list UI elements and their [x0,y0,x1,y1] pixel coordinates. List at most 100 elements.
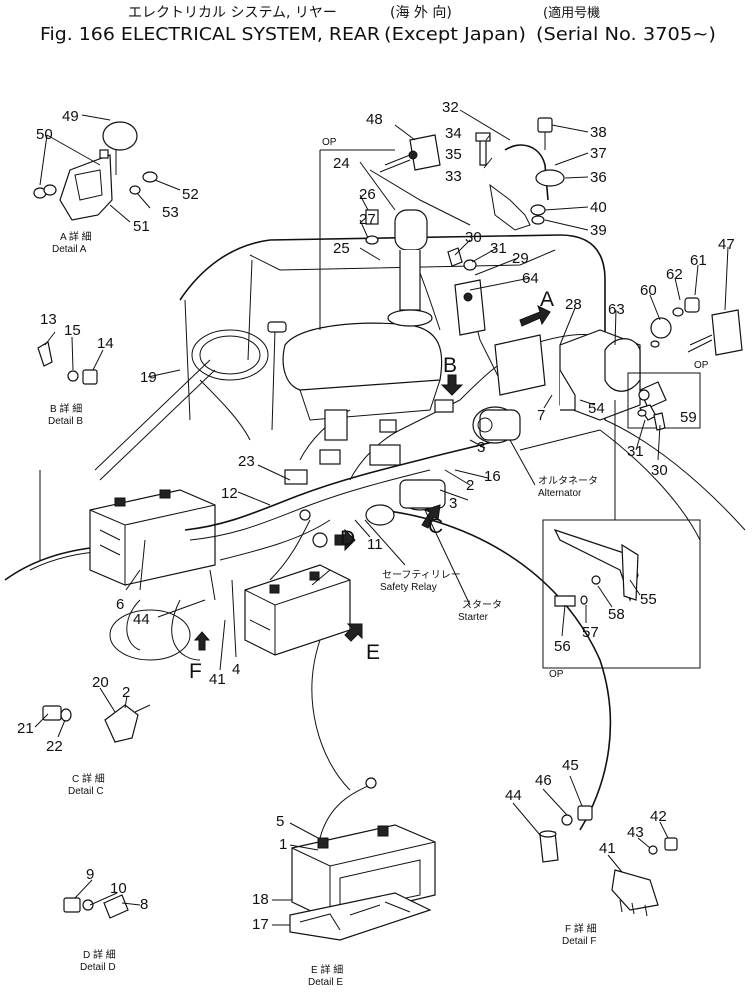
callout-19: 19 [140,369,157,386]
detail-b-parts [37,341,98,385]
detail-d-caption: Detail D [80,962,116,973]
safety-relay-label: Safety Relay [380,582,437,593]
callout-52: 52 [182,186,199,203]
detail-e-jp: E 詳 細 [311,963,343,976]
left-battery [89,489,216,586]
alternator [472,406,521,444]
callout-16: 16 [484,468,501,485]
callout-41b: 41 [599,840,616,857]
detail-e-caption: Detail E [308,977,343,988]
callout-12: 12 [221,485,238,502]
arrow-e [344,623,363,642]
view-letter-f: F [189,660,202,683]
detail-c-parts [42,704,151,743]
detail-f-parts [539,805,678,917]
callout-62: 62 [666,266,683,283]
figure-title: Fig. 166 ELECTRICAL SYSTEM, REAR [40,24,380,45]
option-box-59 [627,372,701,431]
callout-55: 55 [640,591,657,608]
detail-f-caption: Detail F [562,936,596,947]
callout-57: 57 [582,624,599,641]
callout-44a: 44 [133,611,150,628]
detail-d-jp: D 詳 細 [83,948,116,961]
callout-44b: 44 [505,787,522,804]
callout-8: 8 [140,896,148,913]
callout-37: 37 [590,145,607,162]
callout-28: 28 [565,296,582,313]
starter-label-jp: スタータ [462,599,502,611]
arrow-c [421,504,441,529]
right-battery [244,564,351,656]
header: エレクトリカル システム, リヤー (海 外 向) (適用号機 Fig. 166… [40,5,716,45]
callout-47: 47 [718,236,735,253]
callout-4: 4 [232,661,240,678]
callout-3a: 3 [477,439,485,456]
callout-50: 50 [36,126,53,143]
view-letter-e: E [366,641,380,664]
callout-34: 34 [445,125,462,142]
callout-33: 33 [445,168,462,185]
callout-17: 17 [252,916,269,933]
callout-31a: 31 [490,240,507,257]
handle-assembly [475,117,565,231]
lamp-48 [379,134,441,173]
callout-2a: 2 [466,477,474,494]
detail-captions: A 詳 細 Detail A B 詳 細 Detail B C 詳 細 Deta… [48,230,597,988]
component-labels: オルタネータ Alternator セーフティリレー Safety Relay … [380,475,598,623]
callout-1: 1 [279,836,287,853]
callout-38: 38 [590,124,607,141]
callout-53: 53 [162,204,179,221]
header-jp-region: (海 外 向) [390,5,452,21]
header-jp-serial: (適用号機 [543,5,600,21]
callout-63: 63 [608,301,625,318]
callout-22: 22 [46,738,63,755]
callout-35: 35 [445,146,462,163]
callout-54: 54 [588,400,605,417]
detail-b-jp: B 詳 細 [50,402,82,415]
callout-49: 49 [62,108,79,125]
op-label-right: OP [694,360,709,371]
callout-64: 64 [522,270,539,287]
callout-45: 45 [562,757,579,774]
wire-harness [139,249,611,601]
callout-2b: 2 [122,684,130,701]
detail-d-parts [63,894,129,919]
arrow-d [334,528,356,552]
leader-lines [34,109,729,926]
callout-36: 36 [590,169,607,186]
callout-29: 29 [512,250,529,267]
callout-43: 43 [627,824,644,841]
detail-b-caption: Detail B [48,416,83,427]
callout-6: 6 [116,596,124,613]
callout-7: 7 [537,407,545,424]
detail-a-jp: A 詳 細 [60,230,92,243]
view-letter-b: B [443,354,457,377]
detail-c-jp: C 詳 細 [72,772,105,785]
safety-relay-label-jp: セーフティリレー [382,569,461,581]
starter [365,479,446,526]
callout-41a: 41 [209,671,226,688]
callout-numbers: 49 50 52 53 51 48 32 34 35 33 38 37 36 4… [17,99,735,933]
callout-59: 59 [680,409,697,426]
callout-15: 15 [64,322,81,339]
callout-58: 58 [608,606,625,623]
arrow-b [440,374,464,396]
view-arrows [193,305,551,651]
header-jp-title: エレクトリカル システム, リヤー [128,5,337,21]
horn-upper [319,149,471,330]
callout-11: 11 [367,536,383,553]
callout-27: 27 [359,211,376,228]
callout-9: 9 [86,866,94,883]
callout-21: 21 [17,720,34,737]
alternator-label: Alternator [538,488,582,499]
callout-61: 61 [690,252,707,269]
callout-48: 48 [366,111,383,128]
callout-31b: 31 [627,443,644,460]
detail-f-jp: F 詳 細 [565,922,597,935]
machine-outline [4,234,746,831]
rear-lamp [650,297,743,356]
callout-24: 24 [333,155,350,172]
callout-23: 23 [238,453,255,470]
arrow-a [519,305,551,327]
